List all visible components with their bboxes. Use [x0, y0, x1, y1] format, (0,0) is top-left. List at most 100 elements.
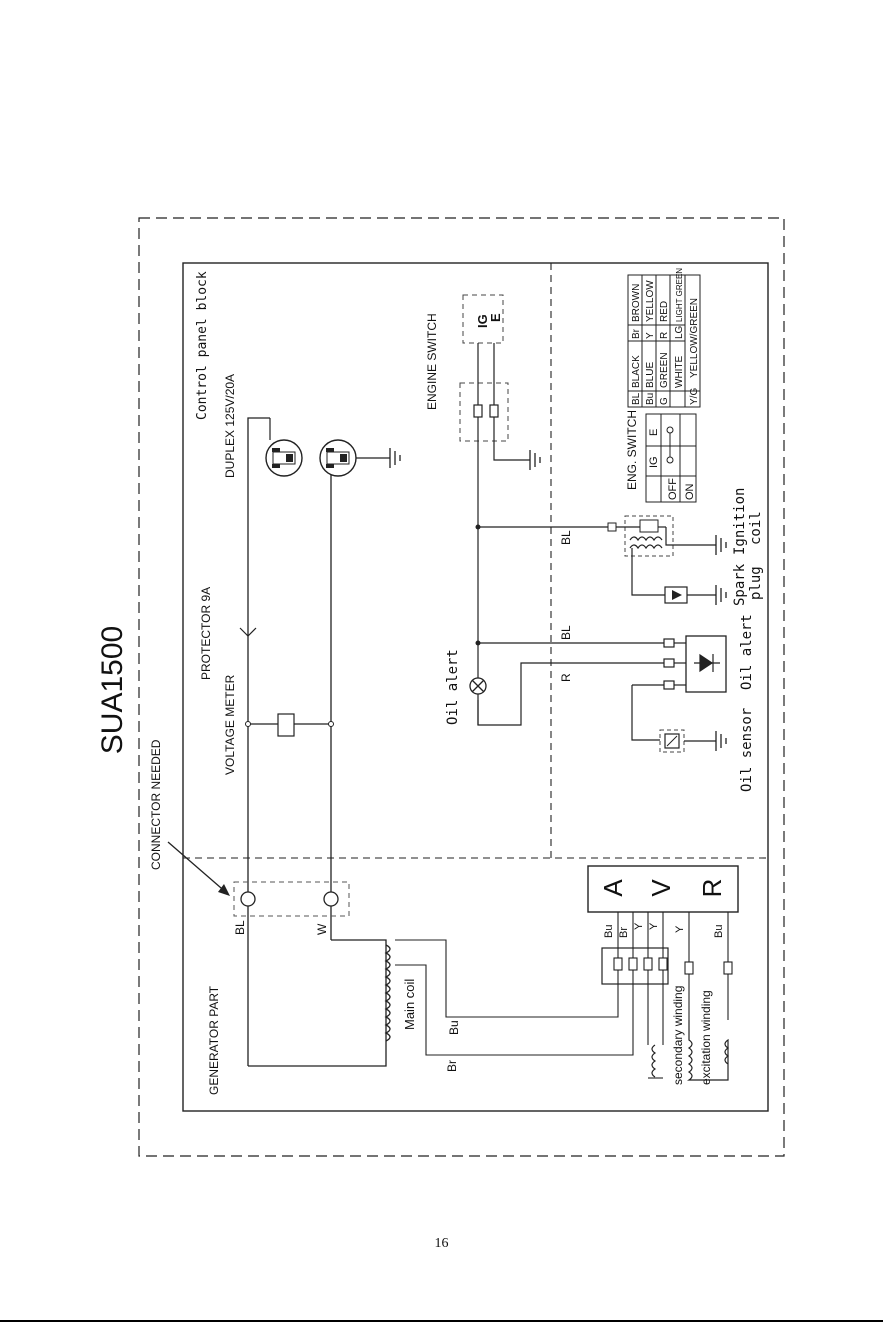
engine-switch-wiring — [477, 343, 530, 725]
voltage-meter-label: VOLTAGE METER — [223, 674, 237, 775]
voltage-meter — [277, 713, 295, 737]
wire-label-avr-y-3: Y — [674, 925, 686, 933]
wire-label-bu-main: Bu — [447, 1020, 461, 1035]
cc-r2-c3: RED — [659, 301, 670, 322]
oil-alert-label: Oil alert — [445, 649, 461, 725]
avr-symbol-a: A — [598, 879, 628, 897]
ground-symbol-oil-sensor — [715, 731, 727, 751]
cc-r2-c0: G — [659, 397, 670, 405]
switch-table-title: ENG. SWITCH — [625, 410, 639, 490]
model-title: SUA1500 — [96, 626, 129, 754]
connector-arrowhead — [218, 884, 230, 896]
duplex-outlet-top — [265, 439, 303, 477]
switch-e-label: E — [488, 313, 503, 322]
engine-switch-terminals — [473, 404, 499, 418]
cc-r1-c0: Bu — [645, 393, 656, 405]
engine-switch-box — [459, 382, 509, 442]
ignition-coil-label-2: coil — [748, 511, 764, 545]
duplex-label: DUPLEX 125V/20A — [223, 374, 237, 478]
wire-label-avr-br: Br — [618, 927, 630, 938]
wire-label-avr-bu-2: Bu — [713, 925, 725, 938]
main-coil-label: Main coil — [402, 979, 417, 1030]
connector-arrow — [167, 841, 229, 895]
cc-r3-c3: LIGHT GREEN — [675, 268, 684, 322]
avr-module — [587, 865, 739, 913]
switch-table-row-on: ON — [684, 483, 696, 500]
switch-table-row-off: OFF — [667, 478, 679, 500]
cc-r0-c3: BROWN — [631, 284, 642, 322]
spark-plug-label-1: Spark — [732, 563, 748, 606]
cc-r1-c1: BLUE — [645, 362, 656, 388]
cc-r2-c2: R — [659, 332, 670, 339]
ground-symbol-duplex — [389, 448, 401, 468]
ignition-coil-label-1: Ignition — [732, 488, 748, 555]
avr-symbol-v: V — [646, 879, 676, 897]
cc-r1-c2: Y — [645, 332, 656, 339]
switch-table-header-ig: IG — [648, 456, 660, 468]
ground-symbol-ignition — [715, 535, 727, 555]
connector-box — [233, 881, 350, 917]
cc-r0-c1: BLACK — [631, 355, 642, 388]
bottom-rule — [0, 1320, 883, 1322]
duplex-outlet-bottom — [319, 439, 357, 477]
engine-switch-label: ENGINE SWITCH — [425, 313, 439, 410]
wire-label-avr-bu-1: Bu — [603, 925, 615, 938]
cc-r4-c1: YELLOW/GREEN — [689, 298, 700, 378]
connector-w-circle — [323, 891, 339, 907]
color-code-text: BL BLACK Br BROWN Bu BLUE Y YELLOW G GRE… — [631, 268, 700, 405]
switch-table — [645, 413, 697, 503]
ignition-wiring — [616, 526, 716, 596]
ground-symbol-spark — [715, 585, 727, 605]
cc-r1-c3: YELLOW — [645, 280, 656, 322]
junction-ignition — [475, 524, 481, 530]
wire-label-r-oil: R — [559, 673, 573, 682]
oil-alert-lamp — [469, 677, 487, 695]
avr-wiring — [395, 912, 729, 1079]
excitation-winding-coil — [687, 1020, 730, 1081]
switch-table-off-connection — [666, 426, 674, 464]
switch-table-header-e: E — [648, 429, 660, 436]
switch-ig-label: IG — [475, 314, 490, 328]
ignition-coil-winding-2 — [629, 544, 663, 550]
ignition-coil-terminal — [607, 522, 617, 532]
control-panel-label: Control panel block — [195, 271, 210, 420]
cc-r0-c0: BL — [631, 392, 642, 405]
avr-symbol-r: R — [697, 879, 727, 898]
wire-label-bl-connector: BL — [233, 920, 247, 935]
secondary-winding-coil — [651, 1044, 657, 1078]
generator-part-label: GENERATOR PART — [207, 985, 221, 1095]
cc-r4-c0: Y/G — [689, 388, 700, 405]
oil-sensor-label: Oil sensor — [739, 708, 755, 792]
protector-symbol — [239, 627, 257, 637]
cc-r0-c2: Br — [631, 328, 642, 339]
spark-plug-label-2: plug — [748, 566, 764, 600]
meter-node-right — [328, 721, 334, 727]
oil-alert-terminals — [663, 638, 686, 690]
spark-plug-gap — [672, 590, 682, 600]
excitation-winding-label: excitation winding — [699, 990, 713, 1085]
wire-label-bl-ignition: BL — [559, 530, 573, 545]
avr-connector-block — [601, 947, 669, 985]
protector-label: PROTECTOR 9A — [199, 587, 213, 680]
wire-label-w-connector: W — [315, 923, 329, 935]
meter-node-left — [245, 721, 251, 727]
ignition-coil-box — [624, 515, 674, 557]
ignition-oil-wiring — [477, 526, 670, 741]
secondary-winding-label: secondary winding — [671, 986, 685, 1085]
cc-r3-c1: WHITE — [674, 355, 685, 388]
oil-alert-diode — [694, 653, 720, 673]
cc-r2-c1: GREEN — [659, 352, 670, 388]
inner-frame — [182, 262, 769, 1112]
color-code-table — [627, 274, 701, 408]
oil-sensor-slash — [666, 735, 678, 747]
ground-symbol-switch — [529, 450, 541, 470]
avr-connector-pins — [613, 957, 733, 975]
main-coil — [384, 944, 391, 1042]
oil-alert-module-label: Oil alert — [739, 614, 755, 690]
wire-label-br-main: Br — [445, 1060, 459, 1072]
ignition-coil-winding — [629, 536, 663, 542]
wire-label-bl-oil: BL — [559, 625, 573, 640]
outer-dashed-frame — [138, 217, 785, 1157]
junction-oil — [475, 640, 481, 646]
